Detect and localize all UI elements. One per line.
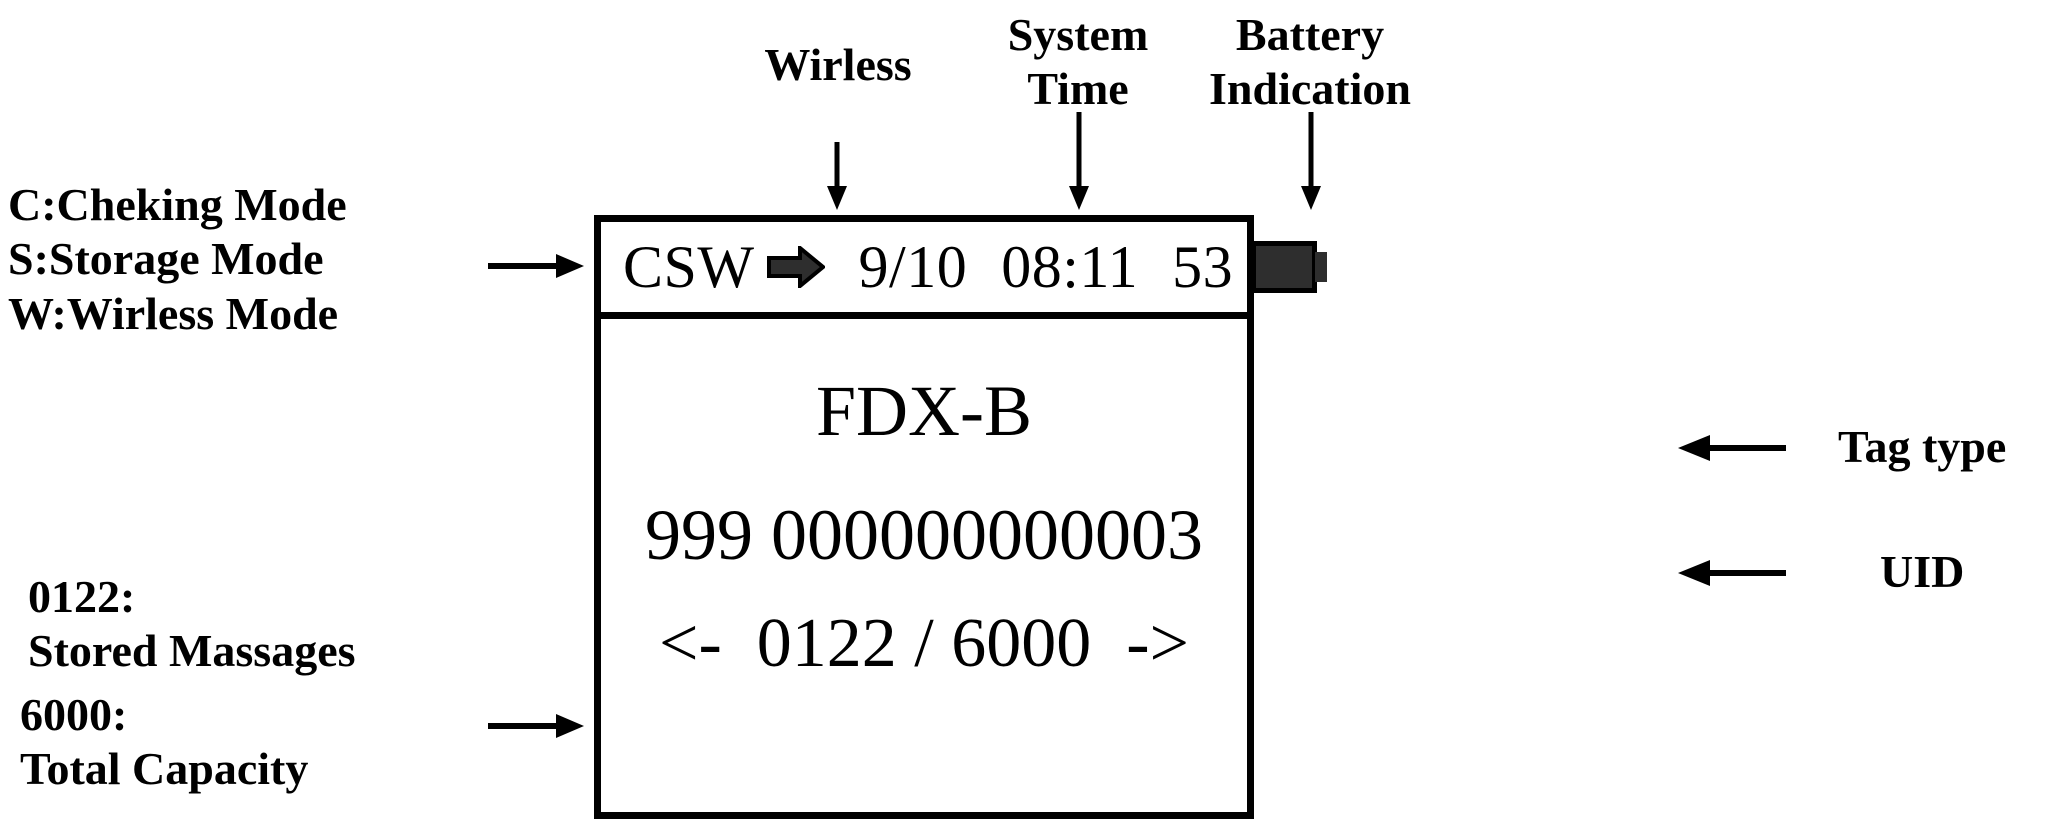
pointer-arrow-down-battery (1296, 112, 1326, 210)
uid-value: 999 000000000003 (645, 495, 1203, 575)
tag-type-value: FDX-B (815, 371, 1033, 451)
record-next-button[interactable]: -> (1126, 605, 1190, 682)
pointer-arrow-right-capacity (488, 708, 584, 744)
annotation-system-time-label: System Time (978, 8, 1178, 117)
mode-indicator: CSW (623, 234, 755, 300)
record-navigation: <- 0122 / 6000 -> (659, 609, 1189, 679)
annotation-tag-type-text: Tag type (1838, 421, 2007, 472)
record-nav-gap3 (934, 609, 952, 679)
device-screen: CSW 9/10 08:11 53 FDX-B 999 000000000003… (594, 215, 1328, 819)
annotation-stored-messages-text: Stored Massages (28, 625, 356, 677)
record-current-index: 0122 (756, 605, 897, 682)
pointer-arrow-right-mode (488, 248, 584, 284)
status-time: 08:11 (1001, 234, 1139, 300)
annotation-battery-label: Battery Indication (1190, 8, 1430, 117)
record-nav-gap2 (897, 609, 915, 679)
annotation-tag-type-label: Tag type (1838, 420, 2006, 474)
annotation-system-time-line1: System (1007, 9, 1149, 60)
battery-nub (1315, 252, 1328, 282)
pointer-arrow-down-system-time (1064, 112, 1094, 210)
battery-icon (1251, 241, 1328, 293)
status-bar: CSW 9/10 08:11 53 (601, 222, 1328, 319)
annotation-mode-storage: S:Storage Mode (8, 233, 324, 285)
annotation-total-capacity-value: 6000: (20, 689, 128, 740)
pointer-arrow-down-wireless (822, 142, 852, 210)
pointer-arrow-left-tag-type (1678, 430, 1786, 466)
annotation-mode-legend: C:Cheking Mode S:Storage Mode W:Wirless … (8, 178, 347, 341)
annotation-mode-checking: C:Cheking Mode (8, 179, 347, 230)
annotation-stored-messages: 0122: Stored Massages (28, 570, 356, 679)
battery-percent: 53 (1172, 234, 1234, 300)
record-nav-gap4 (1091, 609, 1126, 679)
status-date: 9/10 (858, 234, 968, 300)
annotation-system-time-line2: Time (1027, 63, 1129, 115)
annotation-mode-wireless: W:Wirless Mode (8, 287, 339, 339)
pointer-arrow-left-uid (1678, 555, 1786, 591)
annotation-total-capacity: 6000: Total Capacity (20, 688, 308, 797)
record-prev-button[interactable]: <- (658, 605, 722, 682)
wireless-right-arrow-icon (766, 246, 825, 288)
annotation-wireless-label: Wirless (738, 38, 938, 92)
battery-body (1251, 241, 1318, 293)
annotation-battery-line1: Battery (1235, 9, 1385, 60)
annotation-uid-text: UID (1880, 546, 1965, 597)
record-separator: / (914, 605, 934, 682)
record-total-capacity: 6000 (951, 605, 1092, 682)
annotation-stored-messages-value: 0122: (28, 571, 136, 622)
record-nav-gap1 (722, 609, 757, 679)
annotation-wireless-text: Wirless (764, 39, 912, 90)
annotation-battery-line2: Indication (1209, 63, 1411, 115)
screen-body: FDX-B 999 000000000003 <- 0122 / 6000 -> (601, 319, 1247, 812)
annotation-total-capacity-text: Total Capacity (20, 743, 309, 795)
annotation-uid-label: UID (1880, 545, 1964, 599)
